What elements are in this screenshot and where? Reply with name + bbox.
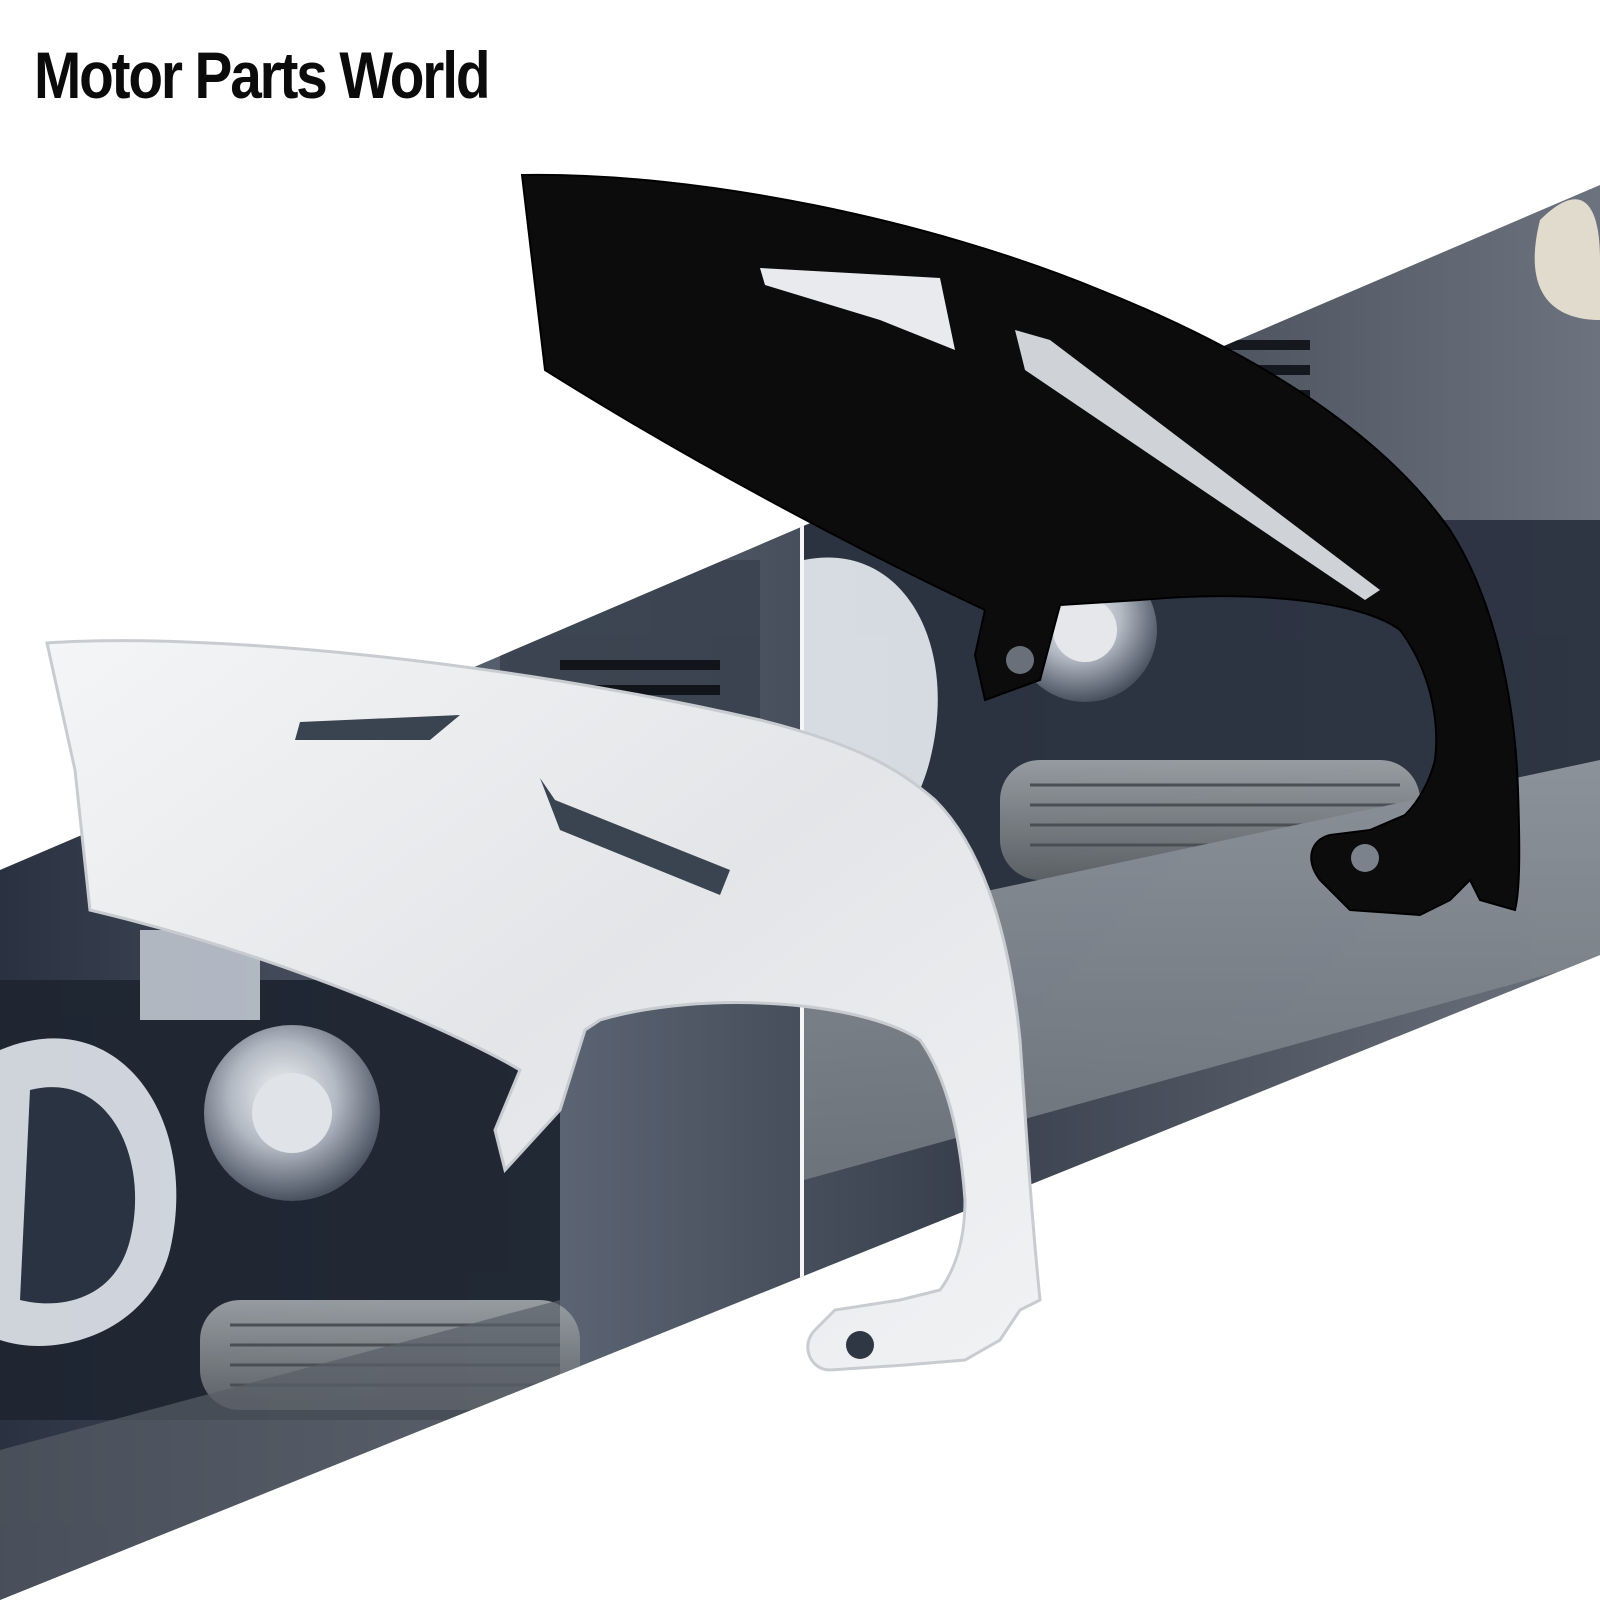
black-belt-guard: [520, 173, 1521, 917]
brand-title: Motor Parts World: [34, 38, 490, 112]
chrome-belt-guard: [45, 639, 1042, 1372]
